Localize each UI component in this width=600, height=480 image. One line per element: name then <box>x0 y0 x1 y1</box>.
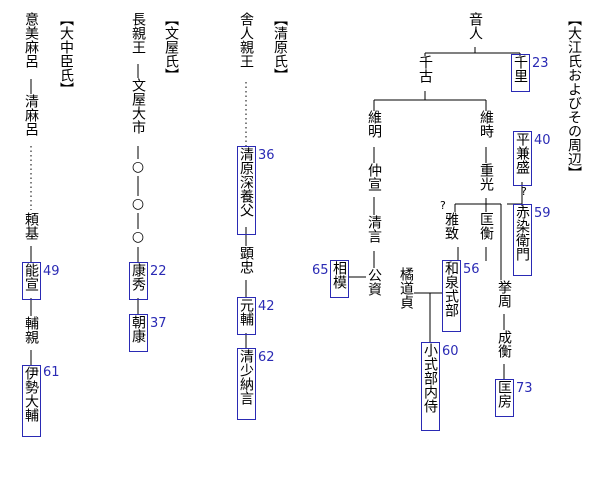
person-fukayabu: 清原深養父 <box>238 147 254 217</box>
poet-box-ise <box>22 365 41 437</box>
person-masamune: 雅致 <box>443 212 459 240</box>
poet-box-fukayabu <box>237 146 256 235</box>
person-chisato: 千里 <box>512 55 528 83</box>
poet-box-chisato <box>511 54 530 92</box>
person-yasuhide: 康秀 <box>130 263 146 291</box>
poem-number-ise: 61 <box>43 365 60 380</box>
person-akazome: 赤染衛門 <box>514 205 530 261</box>
person-masahira: 匡衡 <box>478 212 494 240</box>
poem-number-akazome: 59 <box>534 206 551 221</box>
poet-box-motosuke <box>237 297 256 335</box>
person-title: 【大江氏およびその周辺】 <box>566 12 582 180</box>
person-takachika: 挙周 <box>496 280 512 308</box>
person-taira: 平兼盛 <box>514 132 530 174</box>
person-nakanori: 仲宣 <box>366 163 382 191</box>
poet-box-taira <box>513 131 532 186</box>
poem-number-izumishikibu: 56 <box>463 262 480 277</box>
person-narihira: 成衡 <box>496 330 512 358</box>
person-circ2: ○ <box>130 196 146 212</box>
person-seisho: 清少納言 <box>238 349 254 405</box>
person-koretoki: 維時 <box>478 110 494 138</box>
person-ise: 伊勢大輔 <box>23 366 39 422</box>
poet-box-yoshinobu <box>22 262 41 300</box>
poem-number-seisho: 62 <box>258 350 275 365</box>
person-toneri: 舎人親王 <box>238 12 254 68</box>
person-shigemitsu: 重光 <box>478 163 494 191</box>
poet-box-asayasu <box>129 314 148 352</box>
person-ochi: 文屋大市 <box>130 78 146 134</box>
poet-box-kunifusa <box>495 379 514 417</box>
person-motosuke: 元輔 <box>238 298 254 326</box>
poet-box-koshikibu <box>421 342 440 431</box>
person-koremasa: 維明 <box>366 110 382 138</box>
person-kiyohara: 【清原氏】 <box>272 12 288 82</box>
person-circ3: ○ <box>130 229 146 245</box>
person-kunifusa: 匡房 <box>496 380 512 408</box>
person-kiyomaro: 清麻呂 <box>23 94 39 136</box>
uncertain-mark-q2: ? <box>521 185 527 198</box>
person-yoshinobu: 能宣 <box>23 263 39 291</box>
person-tachibana: 橘道貞 <box>398 267 414 309</box>
poem-number-motosuke: 42 <box>258 299 275 314</box>
poet-box-izumishikibu <box>442 260 461 332</box>
person-otondo: 音人 <box>467 12 483 40</box>
person-naga: 長親王 <box>130 12 146 54</box>
person-sukechika: 輔親 <box>23 316 39 344</box>
poet-box-seisho <box>237 348 256 420</box>
poem-number-yoshinobu: 49 <box>43 264 60 279</box>
poet-box-yasuhide <box>129 262 148 300</box>
person-koshikibu: 小式部内侍 <box>422 343 438 413</box>
person-circ1: ○ <box>130 159 146 175</box>
poem-number-fukayabu: 36 <box>258 148 275 163</box>
person-yorimoto: 頼基 <box>23 212 39 240</box>
poem-number-asayasu: 37 <box>150 316 167 331</box>
person-kinyori: 公資 <box>366 268 382 296</box>
person-funya: 【文屋氏】 <box>163 12 179 82</box>
poem-number-koshikibu: 60 <box>442 344 459 359</box>
person-izumishikibu: 和泉式部 <box>443 261 459 317</box>
poet-box-akazome <box>513 204 532 276</box>
person-akitada: 顕忠 <box>238 246 254 274</box>
uncertain-mark-q1: ? <box>440 199 446 212</box>
poem-number-sagami: 65 <box>312 263 329 278</box>
poet-box-sagami <box>330 260 349 298</box>
person-omimaro: 意美麻呂 <box>23 12 39 68</box>
poem-number-yasuhide: 22 <box>150 264 167 279</box>
poem-number-taira: 40 <box>534 133 551 148</box>
person-kiyonobu: 清言 <box>366 215 382 243</box>
person-onakatomi: 【大中臣氏】 <box>58 12 74 96</box>
person-chifuru: 千古 <box>417 55 433 83</box>
person-asayasu: 朝康 <box>130 315 146 343</box>
poem-number-chisato: 23 <box>532 56 549 71</box>
poem-number-kunifusa: 73 <box>516 381 533 396</box>
person-sagami: 相模 <box>331 261 347 289</box>
